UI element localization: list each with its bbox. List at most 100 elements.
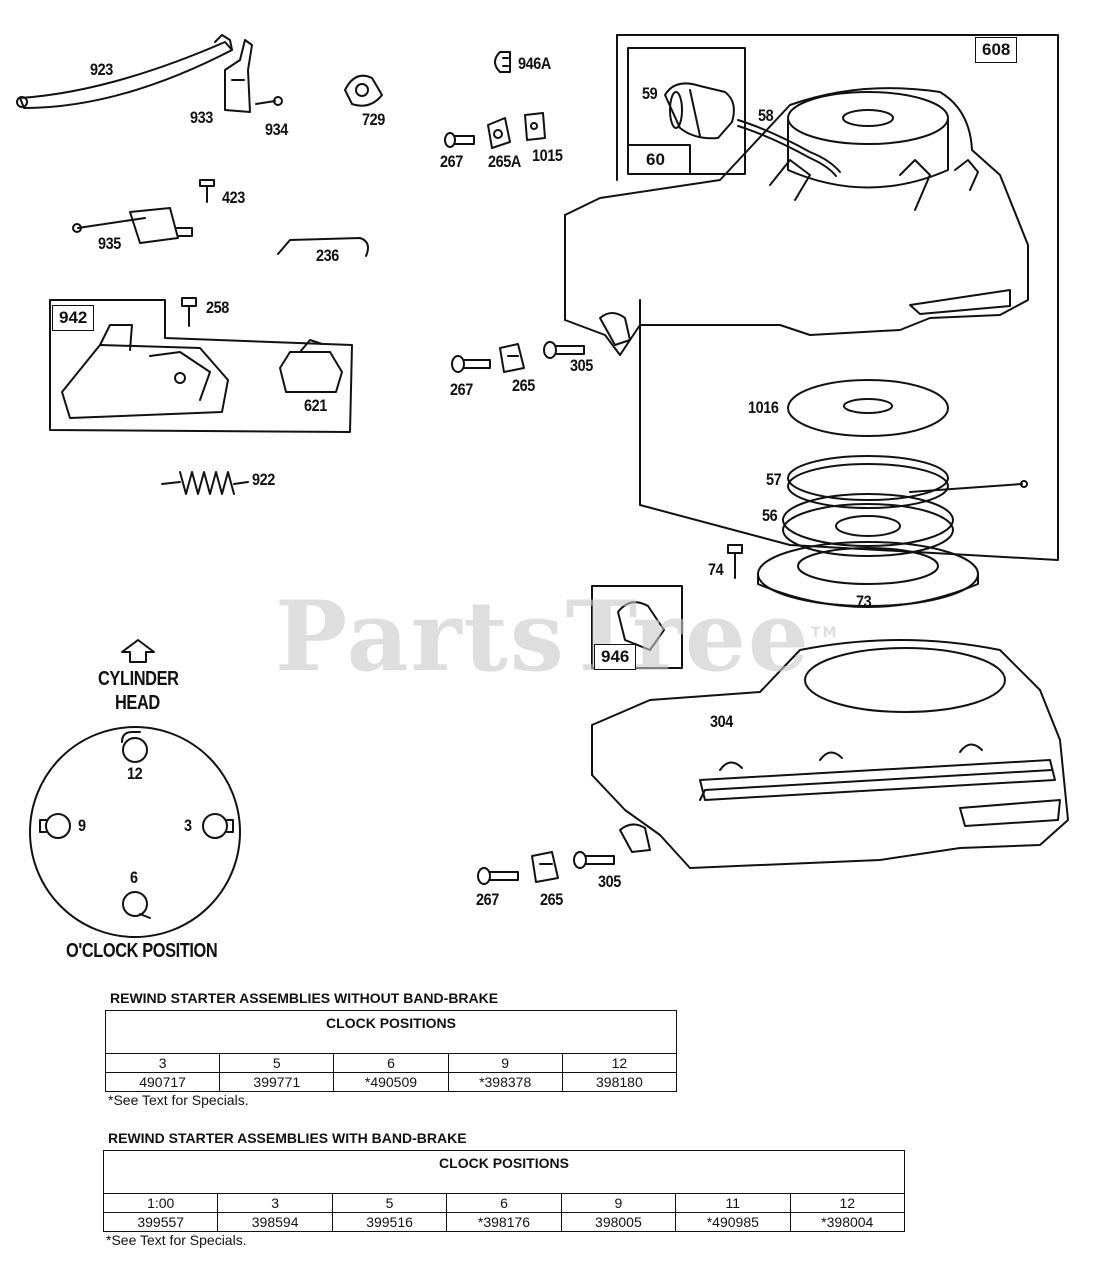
table2-part-cell: 398594 bbox=[217, 1212, 333, 1232]
part-73-starter-plate bbox=[757, 541, 979, 608]
clock-label-3: 3 bbox=[184, 816, 192, 835]
part-935-control bbox=[72, 207, 193, 244]
table2-part-cell: 398005 bbox=[560, 1212, 677, 1232]
label-267-middle: 267 bbox=[450, 380, 473, 399]
label-58: 58 bbox=[758, 106, 774, 125]
blower-housing-assembly-608-box bbox=[616, 34, 1059, 561]
part-59-handle bbox=[664, 82, 735, 140]
label-57: 57 bbox=[766, 470, 782, 489]
cylinder-head-arrow-icon bbox=[121, 639, 155, 663]
label-922: 922 bbox=[252, 470, 275, 489]
label-1016: 1016 bbox=[748, 398, 779, 417]
part-1016-washer bbox=[787, 379, 949, 437]
table1-part-cell: 490717 bbox=[104, 1072, 221, 1092]
table1-part-cell: 398180 bbox=[561, 1072, 678, 1092]
table2-pos-cell: 3 bbox=[217, 1193, 333, 1213]
table2-pos-cell: 1:00 bbox=[102, 1193, 219, 1213]
part-946-inset-box bbox=[591, 585, 683, 669]
part-236-wire bbox=[277, 237, 369, 257]
part-57-rewind-spring bbox=[787, 455, 1028, 509]
table2-header: CLOCK POSITIONS bbox=[103, 1150, 905, 1194]
table1-part-cell: *398378 bbox=[447, 1072, 563, 1092]
label-935: 935 bbox=[98, 234, 121, 253]
part-621-carburetor-link bbox=[279, 339, 343, 393]
part-423-screw bbox=[199, 179, 215, 203]
clock-label-6: 6 bbox=[130, 868, 138, 887]
part-933-bracket bbox=[224, 39, 253, 113]
table2-title: REWIND STARTER ASSEMBLIES WITH BAND-BRAK… bbox=[108, 1130, 467, 1146]
table1-title: REWIND STARTER ASSEMBLIES WITHOUT BAND-B… bbox=[110, 990, 499, 1006]
table2-part-cell: *398004 bbox=[789, 1212, 906, 1232]
part-265-clip-lower bbox=[531, 851, 559, 883]
label-box-60: 60 bbox=[646, 150, 665, 169]
part-60-inset-box bbox=[627, 47, 746, 175]
table2-part-cell: 399516 bbox=[331, 1212, 448, 1232]
label-box-946: 946 bbox=[594, 644, 637, 670]
label-265a: 265A bbox=[488, 152, 521, 171]
blower-housing-upper bbox=[564, 87, 1029, 356]
part-942-panel bbox=[49, 299, 353, 433]
part-1015-plate bbox=[524, 112, 546, 141]
table2-part-cell: *398176 bbox=[446, 1212, 562, 1232]
table-row: 490717 399771 *490509 *398378 398180 bbox=[104, 1072, 678, 1092]
label-1015: 1015 bbox=[532, 146, 563, 165]
part-58-rope bbox=[737, 119, 841, 177]
table2-pos-cell: 5 bbox=[331, 1193, 448, 1213]
label-73: 73 bbox=[856, 592, 872, 611]
table2-with-band-brake: CLOCK POSITIONS 1:00 3 5 6 9 11 12 39955… bbox=[102, 1150, 906, 1232]
label-423: 423 bbox=[222, 188, 245, 207]
table2-pos-cell: 9 bbox=[560, 1193, 677, 1213]
part-923-link bbox=[16, 34, 233, 109]
label-74: 74 bbox=[708, 560, 724, 579]
table1-without-band-brake: CLOCK POSITIONS 3 5 6 9 12 490717 399771… bbox=[104, 1010, 678, 1092]
partstree-watermark: PartsTreeTM bbox=[275, 580, 839, 693]
label-933: 933 bbox=[190, 108, 213, 127]
clock-label-9: 9 bbox=[78, 816, 86, 835]
table2-pos-cell: 6 bbox=[446, 1193, 562, 1213]
table1-pos-cell: 9 bbox=[447, 1053, 563, 1073]
table1-part-cell: 399771 bbox=[219, 1072, 335, 1092]
table1-pos-cell: 12 bbox=[561, 1053, 678, 1073]
label-923: 923 bbox=[90, 60, 113, 79]
part-265-clip-middle bbox=[499, 343, 525, 373]
table2-note: *See Text for Specials. bbox=[106, 1232, 247, 1248]
table2-part-cell: *490985 bbox=[675, 1212, 791, 1232]
label-267-top: 267 bbox=[440, 152, 463, 171]
clock-label-12: 12 bbox=[127, 764, 143, 783]
table2-pos-cell: 11 bbox=[675, 1193, 791, 1213]
label-305-middle: 305 bbox=[570, 356, 593, 375]
part-267-screw-top bbox=[444, 132, 475, 148]
part-305-screw-middle bbox=[543, 341, 585, 359]
part-946a-clip bbox=[494, 51, 511, 73]
label-box-608: 608 bbox=[975, 37, 1018, 63]
label-946a: 946A bbox=[518, 54, 551, 73]
table-row: 1:00 3 5 6 9 11 12 bbox=[102, 1193, 906, 1213]
part-922-spring bbox=[161, 471, 249, 495]
cylinder-head-label-line1: CYLINDER bbox=[98, 668, 179, 690]
label-258: 258 bbox=[206, 298, 229, 317]
part-56-pulley bbox=[782, 493, 954, 557]
part-304-blower-housing bbox=[591, 639, 1069, 869]
label-267-lower: 267 bbox=[476, 890, 499, 909]
label-621: 621 bbox=[304, 396, 327, 415]
table-row: 3 5 6 9 12 bbox=[104, 1053, 678, 1073]
table2-pos-cell: 12 bbox=[789, 1193, 906, 1213]
label-305-lower: 305 bbox=[598, 872, 621, 891]
table1-pos-cell: 6 bbox=[333, 1053, 449, 1073]
table1-pos-cell: 5 bbox=[219, 1053, 335, 1073]
part-267-screw-middle bbox=[451, 355, 491, 373]
label-56: 56 bbox=[762, 506, 778, 525]
label-304: 304 bbox=[710, 712, 733, 731]
label-59: 59 bbox=[642, 84, 658, 103]
clock-position-circle bbox=[29, 726, 241, 938]
label-265-middle: 265 bbox=[512, 376, 535, 395]
label-236: 236 bbox=[316, 246, 339, 265]
table1-note: *See Text for Specials. bbox=[108, 1092, 249, 1108]
part-729-clip bbox=[344, 74, 383, 107]
table1-pos-cell: 3 bbox=[104, 1053, 221, 1073]
label-265-lower: 265 bbox=[540, 890, 563, 909]
part-934-screw bbox=[255, 96, 283, 106]
label-934: 934 bbox=[265, 120, 288, 139]
part-305-screw-lower bbox=[573, 851, 615, 869]
